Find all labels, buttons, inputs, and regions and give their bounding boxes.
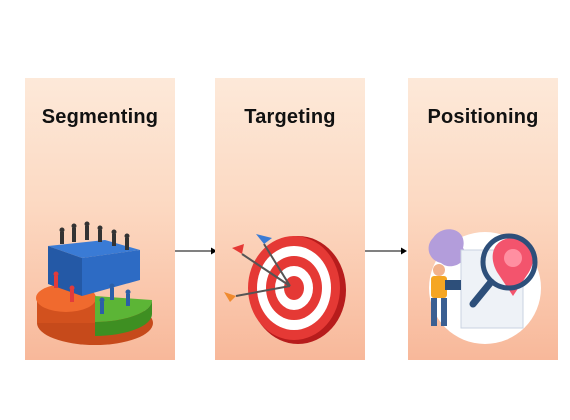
step-title-segmenting: Segmenting — [41, 106, 159, 128]
location-pin-magnifier-icon — [428, 229, 541, 344]
step-title-positioning: Positioning — [427, 106, 539, 128]
segmented-pie-crowd-icon — [36, 221, 153, 345]
step-title-targeting: Targeting — [244, 106, 336, 128]
step-panel-targeting: Targeting — [215, 78, 365, 360]
dartboard-icon — [224, 234, 346, 344]
arrow-right-icon — [365, 247, 407, 255]
step-panel-segmenting: Segmenting — [25, 78, 175, 360]
step-panel-positioning: Positioning — [408, 78, 558, 360]
arrow-right-icon — [175, 247, 217, 255]
